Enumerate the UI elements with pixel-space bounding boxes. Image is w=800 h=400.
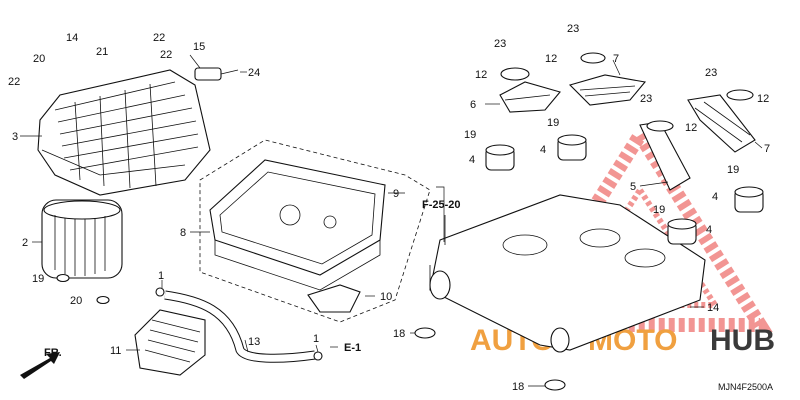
watermark-word-3: HUB: [710, 324, 775, 357]
callout-12-a: 12: [475, 69, 487, 81]
funnel-7-lower: [687, 94, 756, 153]
air-cleaner-cover: [37, 69, 211, 196]
callout-4-c: 4: [712, 191, 718, 203]
callout-23-a: 23: [567, 23, 579, 35]
diagram-code: MJN4F2500A: [718, 382, 773, 392]
callout-20-b: 20: [70, 295, 82, 307]
funnel-6: [499, 81, 561, 113]
callout-7-a: 7: [613, 53, 619, 65]
ref-f-25-20: F-25-20: [422, 199, 461, 211]
callout-21: 20: [33, 53, 45, 65]
callouts: 14 20 21 22 22 22 15 24 3 2 19 20 8 9 10…: [8, 23, 770, 393]
callout-10: 10: [380, 291, 392, 303]
callout-16: 15: [193, 41, 205, 53]
callout-1-a: 1: [158, 270, 164, 282]
o-ring-12-b: [580, 52, 606, 64]
callout-4-b: 4: [540, 144, 546, 156]
o-ring-12-d: [646, 120, 674, 132]
callout-22-d: 22: [160, 49, 172, 61]
sensor-16: [194, 67, 239, 81]
front-label: FR.: [44, 347, 62, 359]
callout-23-d: 23: [640, 93, 652, 105]
callout-18-a: 18: [393, 328, 405, 340]
insulator-4-c: [734, 186, 764, 213]
gasket: [307, 284, 361, 313]
callout-18-b: 18: [512, 381, 524, 393]
air-cleaner-case: [199, 139, 431, 323]
callout-12-c: 12: [757, 93, 769, 105]
intake-duct: [134, 309, 206, 376]
callout-12-b: 12: [545, 53, 557, 65]
callout-7-b: 7: [764, 143, 770, 155]
callout-20-a: 19: [32, 273, 44, 285]
funnel-7-upper: [568, 74, 647, 106]
front-arrow: FR.: [20, 347, 62, 379]
callout-13: 13: [248, 336, 260, 348]
callout-19-d: 19: [653, 204, 665, 216]
callout-24: 24: [248, 67, 260, 79]
clamp-18-lower: [544, 379, 566, 391]
callout-14: 14: [707, 302, 719, 314]
callout-23-c: 23: [705, 67, 717, 79]
air-box-tray: [429, 194, 706, 353]
callout-22-a: 21: [96, 46, 108, 58]
ref-e-1: E-1: [344, 342, 361, 354]
grommet-20-upper: [56, 273, 70, 283]
callout-11: 11: [110, 345, 121, 357]
callout-23-b: 23: [494, 38, 506, 50]
clamp-18-upper: [414, 327, 436, 339]
o-ring-12-c: [726, 89, 754, 101]
callout-19-a: 19: [464, 129, 476, 141]
callout-6: 6: [470, 99, 476, 111]
callout-22-b: 22: [8, 76, 20, 88]
insulator-4-b: [557, 134, 587, 161]
hose-clamp-lower: [313, 351, 323, 361]
grommet-20-lower: [96, 295, 110, 305]
callout-4-d: 4: [706, 224, 712, 236]
callout-2: 2: [22, 237, 28, 249]
insulator-4-a: [485, 144, 515, 171]
callout-19-b: 19: [547, 117, 559, 129]
callout-9: 9: [393, 188, 399, 200]
callout-3: 3: [12, 131, 18, 143]
callout-1-b: 1: [313, 333, 319, 345]
callout-22-c: 22: [153, 32, 165, 44]
callout-15: 14: [66, 32, 78, 44]
callout-19-c: 19: [727, 164, 739, 176]
drain-hose: [164, 290, 316, 363]
air-filter-element: [41, 199, 123, 279]
callout-12-d: 12: [685, 122, 697, 134]
insulator-4-d: [667, 218, 697, 245]
callout-4-a: 4: [469, 154, 475, 166]
callout-8: 8: [180, 227, 186, 239]
hose-clamp-upper: [155, 287, 165, 297]
leader-lines: [20, 54, 763, 387]
o-ring-12-a: [500, 67, 530, 81]
callout-5: 5: [630, 181, 636, 193]
